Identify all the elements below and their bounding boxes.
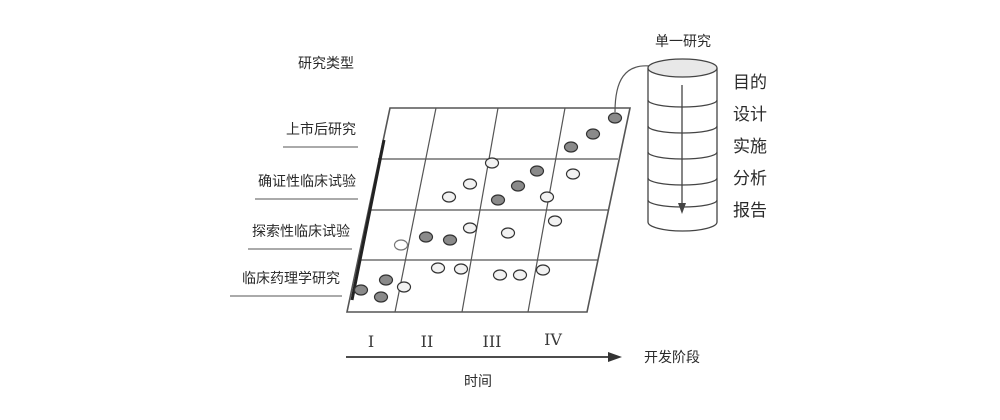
phase-labels: I II III IV [368, 330, 563, 351]
study-dot [535, 264, 551, 276]
study-dot [490, 194, 506, 206]
phase-label: I [368, 332, 374, 351]
connector-line [614, 65, 651, 113]
grid-side-edge [350, 139, 386, 301]
study-dot [441, 191, 457, 203]
study-dot [442, 234, 458, 246]
study-dot [563, 141, 579, 153]
study-dot [512, 269, 528, 281]
study-dot [492, 269, 508, 281]
single-study-label: 单一研究 [655, 34, 711, 50]
study-dot [418, 231, 434, 243]
single-study-cylinder [647, 58, 718, 232]
study-type-label-postmarketing: 上市后研究 [286, 121, 356, 138]
study-dot [373, 291, 389, 303]
study-type-label-confirmatory: 确证性临床试验 [258, 174, 356, 190]
study-dot [462, 222, 478, 234]
cylinder-top [647, 58, 718, 78]
study-type-axis-title: 研究类型 [298, 56, 354, 72]
study-dot [430, 262, 446, 274]
grid-col-line [527, 107, 566, 313]
cylinder-arrowhead [678, 203, 686, 214]
study-dot [484, 157, 500, 169]
study-step: 报告 [733, 201, 767, 221]
study-type-label-exploratory: 探索性临床试验 [252, 223, 350, 240]
study-dot [607, 112, 623, 124]
phase-axis-label: 开发阶段 [644, 350, 700, 366]
study-dot [529, 165, 545, 177]
study-dots [353, 112, 623, 303]
study-dot [539, 191, 555, 203]
study-type-label-clinical-pharmacology: 临床药理学研究 [242, 271, 340, 287]
study-dot [353, 284, 369, 296]
study-dot [547, 215, 563, 227]
time-label: 时间 [464, 374, 492, 390]
study-step: 实施 [733, 137, 767, 157]
study-step: 分析 [733, 169, 767, 189]
study-dot [585, 128, 601, 140]
study-dot [393, 239, 409, 251]
study-type-labels: 上市后研究 确证性临床试验 探索性临床试验 临床药理学研究 [230, 121, 358, 297]
cylinder-bottom [647, 221, 718, 232]
phase-study-grid [346, 107, 631, 313]
study-dot [462, 178, 478, 190]
study-steps: 目的 设计 实施 分析 报告 [733, 73, 767, 221]
study-step: 目的 [733, 73, 767, 93]
time-arrowhead [608, 352, 622, 362]
grid-outline [346, 107, 631, 313]
study-dot [565, 168, 581, 180]
grid-col-line [394, 107, 437, 313]
phase-label: II [421, 332, 434, 351]
phase-label: IV [544, 330, 562, 349]
grid-col-line [461, 107, 499, 313]
study-dot [510, 180, 526, 192]
study-dot [500, 227, 516, 239]
study-dot [378, 274, 394, 286]
study-step: 设计 [733, 105, 767, 125]
phase-label: III [483, 332, 502, 351]
study-dot [453, 263, 469, 275]
study-dot [396, 281, 412, 293]
